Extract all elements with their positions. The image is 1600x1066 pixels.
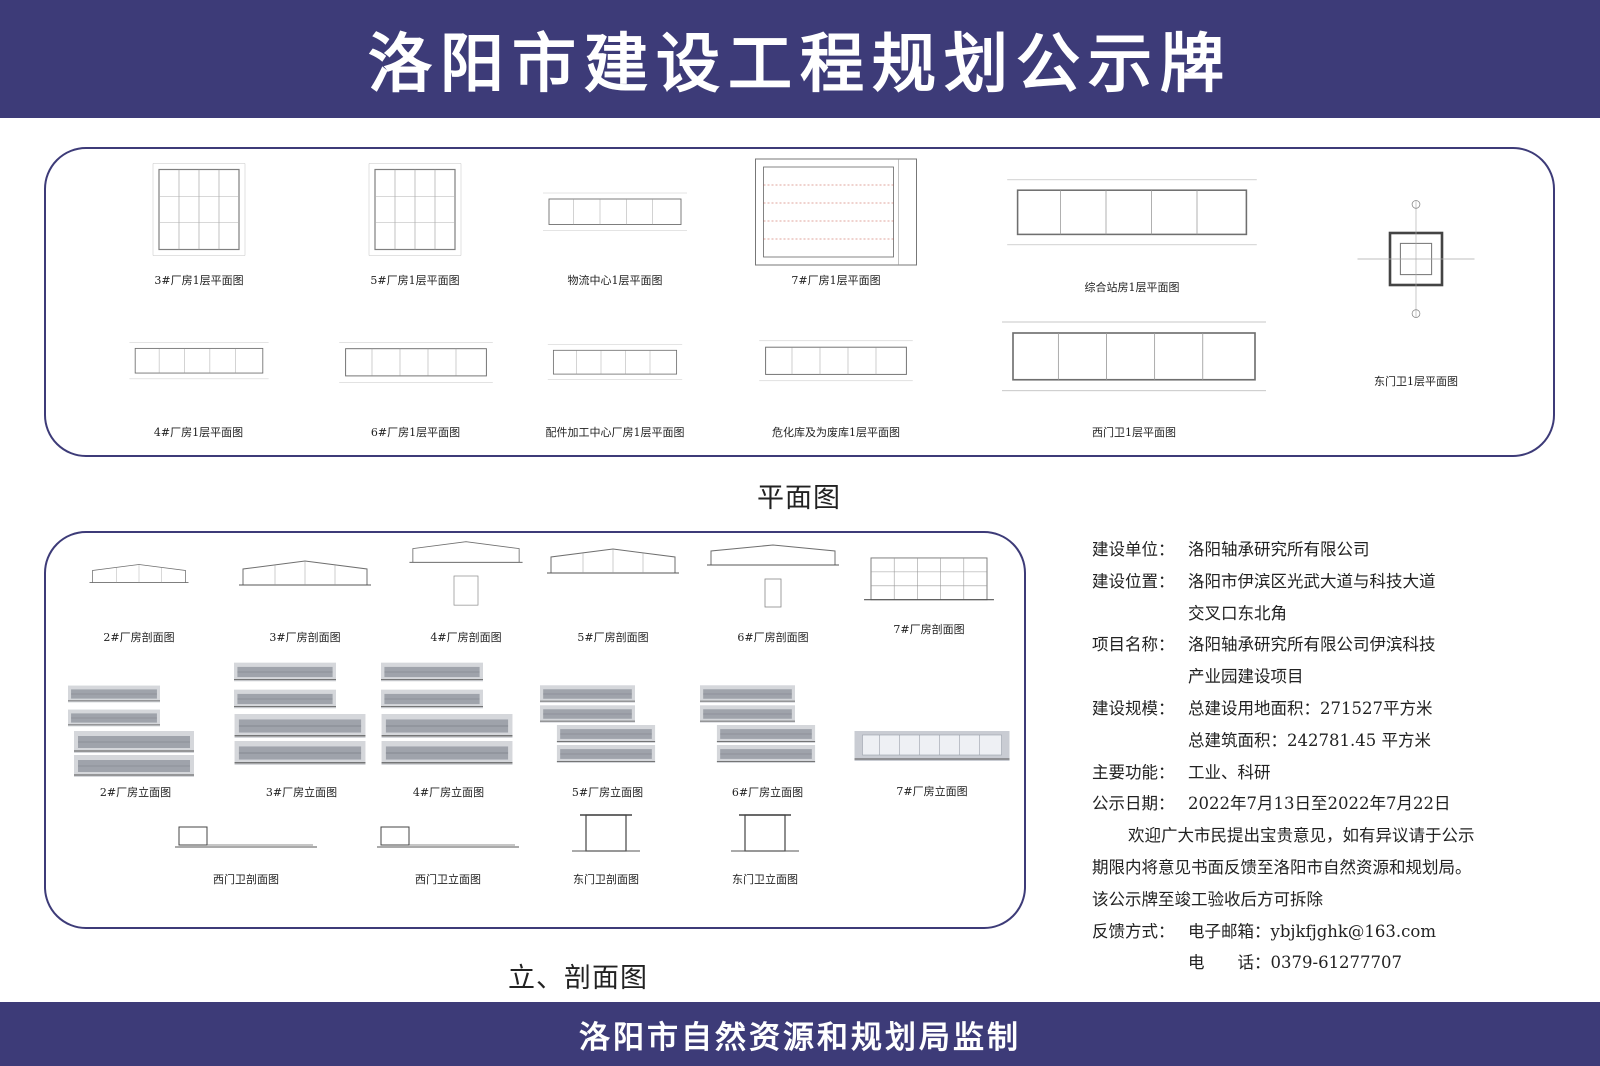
info-value: 工业、科研 (1188, 762, 1271, 782)
info-label: 建设单位： (1092, 540, 1175, 559)
plan-drawing-logistics: 物流中心1层平面图 (512, 167, 718, 292)
info-label: 项目名称： (1092, 635, 1175, 655)
plan-drawing-6: 6#厂房1层平面图 (308, 314, 523, 444)
plan-drawing-east-gate: 东门卫1层平面图 (1331, 189, 1501, 399)
elevation-drawings-panel: 2#厂房剖面图 3#厂房剖面图 4#厂房剖面图 5#厂房剖面图 6#厂房剖面图 … (44, 531, 1026, 929)
gate-caption: 东门卫剖面图 (573, 873, 639, 886)
notice-line: 期限内将意见书面反馈至洛阳市自然资源和规划局。 (1092, 857, 1472, 877)
info-value: 洛阳市伊滨区光武大道与科技大道 (1188, 571, 1436, 591)
section-caption: 2#厂房剖面图 (103, 631, 175, 644)
plan-caption: 西门卫1层平面图 (1092, 426, 1176, 439)
west-gate-section-drawing: 西门卫剖面图 (166, 823, 326, 888)
feedback-phone: 0379-61277707 (1270, 953, 1403, 973)
elevation-caption: 2#厂房立面图 (99, 786, 172, 799)
info-location-row: 建设位置： 洛阳市伊滨区光武大道与科技大道 (1092, 566, 1572, 598)
section-caption: 4#厂房剖面图 (430, 631, 502, 644)
section-drawing-3: 3#厂房剖面图 (230, 549, 380, 644)
supervisor-text: 洛阳市自然资源和规划局监制 (579, 1019, 1021, 1056)
section-drawing-6: 6#厂房剖面图 (698, 539, 848, 644)
info-scale-row: 建设规模： 总建设用地面积：271527平方米 (1092, 693, 1572, 725)
info-date-row: 公示日期： 2022年7月13日至2022年7月22日 (1092, 788, 1572, 820)
feedback-email: 电子邮箱：ybjkfjghk@163.com (1188, 921, 1436, 941)
info-value-continued: 总建筑面积：242781.45 平方米 (1188, 730, 1431, 750)
info-label: 公示日期： (1092, 794, 1175, 814)
elevation-section-label: 立、剖面图 (508, 963, 648, 994)
plan-caption: 4#厂房1层平面图 (153, 426, 244, 439)
info-label: 反馈方式： (1092, 921, 1175, 941)
info-value: 洛阳轴承研究所有限公司伊滨科技 (1188, 635, 1436, 655)
plan-drawing-4: 4#厂房1层平面图 (96, 314, 301, 444)
plan-caption: 综合站房1层平面图 (1084, 281, 1180, 294)
plan-drawing-west-gate: 西门卫1层平面图 (984, 309, 1284, 444)
plan-caption: 物流中心1层平面图 (567, 274, 663, 287)
plan-drawing-parts: 配件加工中心厂房1层平面图 (502, 314, 728, 444)
elevation-drawing-7: 7#厂房立面图 (852, 731, 1012, 798)
plan-caption: 6#厂房1层平面图 (370, 426, 461, 439)
section-caption: 6#厂房剖面图 (737, 631, 809, 644)
section-drawing-2: 2#厂房剖面图 (64, 549, 214, 644)
plan-caption: 危化库及为废库1层平面图 (772, 426, 900, 439)
footer-banner: 洛阳市自然资源和规划局监制 (0, 1002, 1600, 1066)
elevation-drawing-6: 6#厂房立面图 (700, 685, 835, 799)
east-gate-section-drawing: 东门卫剖面图 (541, 805, 671, 888)
plan-caption: 7#厂房1层平面图 (791, 274, 881, 287)
project-info: 建设单位： 洛阳轴承研究所有限公司 建设位置： 洛阳市伊滨区光武大道与科技大道 … (1092, 534, 1572, 979)
elevation-caption: 5#厂房立面图 (571, 786, 644, 799)
info-function-row: 主要功能： 工业、科研 (1092, 757, 1572, 789)
elevation-caption: 6#厂房立面图 (731, 786, 804, 799)
plan-drawing-3: 3#厂房1层平面图 (114, 157, 284, 292)
plan-caption: 东门卫1层平面图 (1374, 375, 1458, 388)
plan-caption: 5#厂房1层平面图 (370, 274, 460, 287)
board-title: 洛阳市建设工程规划公示牌 (368, 28, 1232, 102)
info-label: 建设位置： (1092, 571, 1175, 591)
section-drawing-4: 4#厂房剖面图 (391, 536, 541, 644)
plan-drawing-station: 综合站房1层平面图 (992, 161, 1272, 296)
info-feedback-row: 反馈方式： 电子邮箱：ybjkfjghk@163.com (1092, 916, 1572, 948)
info-value: 总建设用地面积：271527平方米 (1188, 698, 1433, 718)
notice-line: 该公示牌至竣工验收后方可拆除 (1092, 889, 1323, 909)
plan-drawing-hazmat: 危化库及为废库1层平面图 (746, 314, 926, 444)
info-value: 洛阳轴承研究所有限公司 (1188, 540, 1370, 559)
plan-section-label: 平面图 (757, 483, 841, 514)
info-project-row: 项目名称： 洛阳轴承研究所有限公司伊滨科技 (1092, 629, 1572, 661)
elevation-drawing-4: 4#厂房立面图 (381, 660, 516, 799)
info-label: 主要功能： (1092, 762, 1175, 782)
header-banner: 洛阳市建设工程规划公示牌 (0, 0, 1600, 118)
info-value-continued: 产业园建设项目 (1188, 667, 1304, 687)
elevation-drawing-2: 2#厂房立面图 (68, 683, 203, 799)
plan-caption: 配件加工中心厂房1层平面图 (545, 426, 685, 439)
section-caption: 3#厂房剖面图 (269, 631, 341, 644)
elevation-caption: 7#厂房立面图 (896, 785, 968, 798)
plan-drawings-panel: 3#厂房1层平面图 5#厂房1层平面图 物流中心1层平面图 7#厂房1层平面图 … (44, 147, 1555, 457)
plan-drawing-7: 7#厂房1层平面图 (746, 157, 926, 292)
plan-drawing-5: 5#厂房1层平面图 (330, 157, 500, 292)
info-unit-row: 建设单位： 洛阳轴承研究所有限公司 (1092, 534, 1572, 566)
section-drawing-5: 5#厂房剖面图 (538, 539, 688, 644)
gate-caption: 西门卫立面图 (415, 873, 481, 886)
elevation-caption: 3#厂房立面图 (265, 786, 338, 799)
gate-caption: 东门卫立面图 (732, 873, 798, 886)
east-gate-elevation-drawing: 东门卫立面图 (700, 805, 830, 888)
elevation-caption: 4#厂房立面图 (412, 786, 485, 799)
west-gate-elevation-drawing: 西门卫立面图 (368, 823, 528, 888)
gate-caption: 西门卫剖面图 (213, 873, 279, 886)
section-caption: 7#厂房剖面图 (893, 623, 965, 636)
info-label: 建设规模： (1092, 698, 1175, 718)
section-caption: 5#厂房剖面图 (577, 631, 649, 644)
section-drawing-7: 7#厂房剖面图 (854, 551, 1004, 636)
notice-line: 欢迎广大市民提出宝贵意见，如有异议请于公示 (1128, 826, 1475, 846)
elevation-drawing-3: 3#厂房立面图 (234, 660, 369, 799)
info-phone-row: 电 话： 0379-61277707 (1092, 947, 1572, 979)
elevation-drawing-5: 5#厂房立面图 (540, 685, 675, 799)
info-label: 电 话： (1188, 953, 1271, 973)
info-value-continued: 交叉口东北角 (1188, 603, 1287, 623)
plan-caption: 3#厂房1层平面图 (154, 274, 244, 287)
info-value: 2022年7月13日至2022年7月22日 (1188, 794, 1451, 814)
